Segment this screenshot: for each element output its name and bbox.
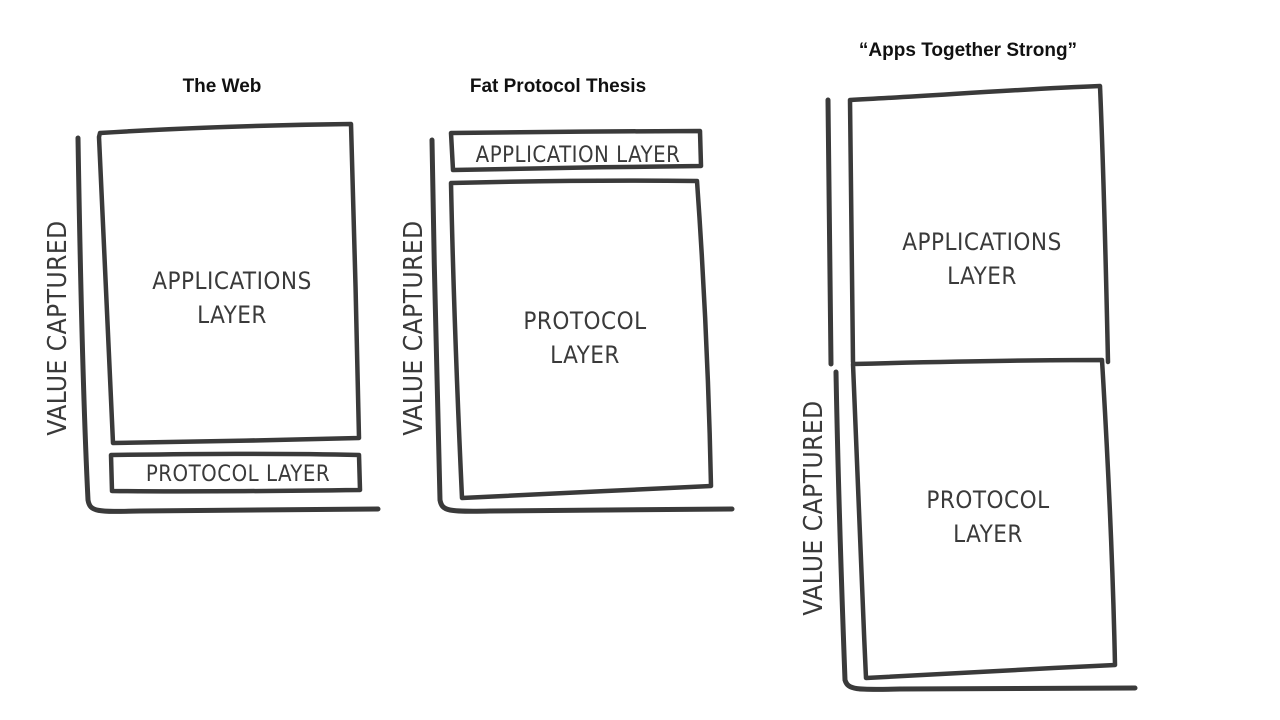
protocol-layer-box [850,357,1118,681]
axis-line [75,135,381,514]
axis-line-lower [833,369,1138,692]
panel-title: The Web [183,76,262,97]
applications-layer-box [96,121,362,446]
box-label-line2: LAYER [947,262,1017,290]
panel-the-web: The Web VALUE CAPTURED APPLICATIONS LAYE… [43,76,381,514]
box-label-line1: APPLICATIONS [902,228,1062,256]
box-label-line1: PROTOCOL LAYER [146,462,330,487]
box-label-line2: LAYER [550,341,620,369]
applications-layer-box [847,83,1111,365]
panel-title: Fat Protocol Thesis [470,76,646,97]
y-axis-label: VALUE CAPTURED [43,220,73,435]
panel-title: “Apps Together Strong” [859,40,1077,61]
y-axis-label: VALUE CAPTURED [399,220,429,435]
protocol-layer-box [108,451,363,494]
application-layer-box [448,128,704,173]
box-label-line1: APPLICATIONS [152,267,312,295]
box-label-line1: PROTOCOL [523,307,646,335]
protocol-layer-box [448,178,714,501]
panel-fat-protocol-thesis: Fat Protocol Thesis VALUE CAPTURED APPLI… [399,76,735,514]
axis-line-upper [825,97,834,367]
axis-line [429,137,735,514]
box-label-line2: LAYER [953,520,1023,548]
box-label-line2: LAYER [197,301,267,329]
box-label-line1: APPLICATION LAYER [476,143,681,168]
y-axis-label: VALUE CAPTURED [799,400,829,615]
box-label-line1: PROTOCOL [926,486,1049,514]
panel-apps-together-strong: “Apps Together Strong” VALUE CAPTURED AP… [799,40,1138,692]
